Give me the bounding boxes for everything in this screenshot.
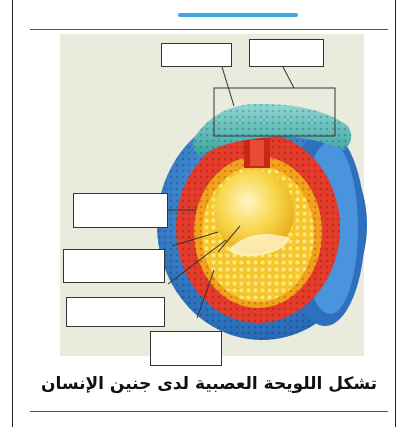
neural-groove bbox=[244, 138, 270, 168]
label-box-left-2[interactable] bbox=[63, 249, 165, 283]
figure-caption: تشكل اللويحة العصبية لدى جنين الإنسان bbox=[30, 368, 388, 400]
label-box-left-3[interactable] bbox=[66, 297, 165, 327]
label-box-top-right[interactable] bbox=[249, 39, 324, 67]
label-box-bottom[interactable] bbox=[150, 331, 222, 366]
label-box-top-left[interactable] bbox=[161, 43, 232, 67]
bottom-divider bbox=[30, 411, 388, 412]
label-box-left-1[interactable] bbox=[73, 193, 168, 228]
